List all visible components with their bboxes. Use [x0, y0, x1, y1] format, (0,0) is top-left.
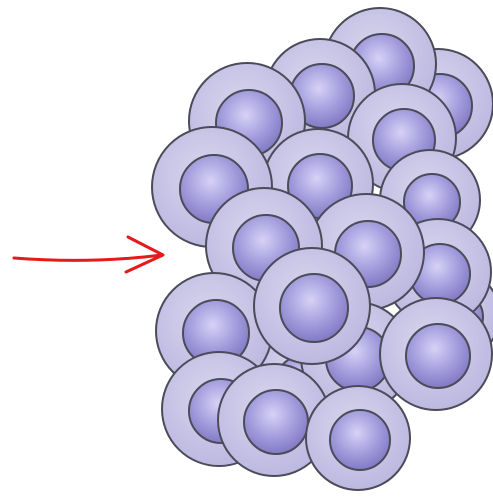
- arrow-shaft: [14, 255, 162, 260]
- cell-cluster: [152, 8, 493, 490]
- cell-nucleus: [280, 274, 348, 342]
- cell: [380, 298, 492, 410]
- cell-nucleus: [406, 324, 470, 388]
- cell-nucleus: [244, 390, 308, 454]
- cell: [254, 248, 370, 364]
- cell: [306, 386, 410, 490]
- arrow-right-icon: [14, 237, 163, 272]
- cell-nucleus: [330, 410, 390, 470]
